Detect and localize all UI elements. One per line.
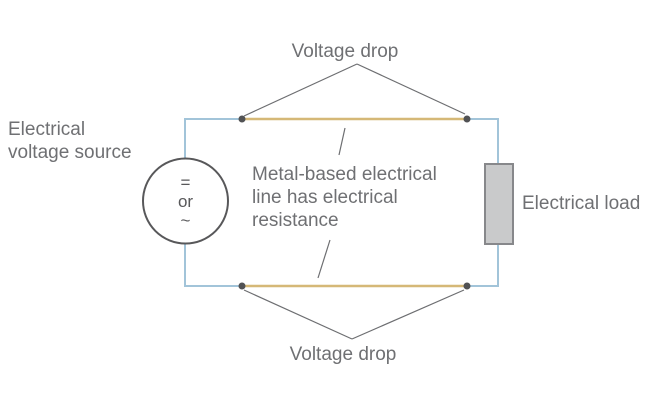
resistance-callout-bottom [317, 239, 331, 279]
electrical-load-label: Electrical load [522, 193, 641, 214]
pointer-line-bottom-right [351, 289, 465, 340]
resistance-label-line3: resistance [252, 210, 339, 231]
voltage-source-symbols: = or ~ [143, 159, 228, 244]
node-dot-bottom-right [463, 282, 471, 290]
resistance-callout-top [338, 127, 346, 156]
resistance-label-line2: line has electrical [252, 187, 398, 208]
voltage-source-label: Electrical voltage source [8, 118, 132, 164]
node-dot-bottom-left [238, 282, 246, 290]
pointer-line-top-left [243, 63, 358, 117]
voltage-source-label-line2: voltage source [8, 142, 132, 163]
voltage-drop-bottom-label: Voltage drop [289, 344, 397, 365]
resistance-label-line1: Metal-based electrical [252, 164, 437, 185]
pointer-line-top-right [356, 63, 466, 115]
pointer-line-bottom-left [243, 289, 353, 340]
or-label: or [177, 192, 194, 211]
ac-symbol: ~ [180, 211, 191, 230]
load-rectangle [484, 163, 514, 245]
dc-symbol: = [180, 173, 191, 192]
node-dot-top-right [463, 115, 471, 123]
voltage-source-label-line1: Electrical [8, 119, 86, 140]
node-dot-top-left [238, 115, 246, 123]
voltage-source-circle [142, 157, 229, 245]
resistance-label: Metal-based electrical line has electric… [252, 163, 437, 232]
voltage-drop-top-label: Voltage drop [291, 41, 399, 62]
